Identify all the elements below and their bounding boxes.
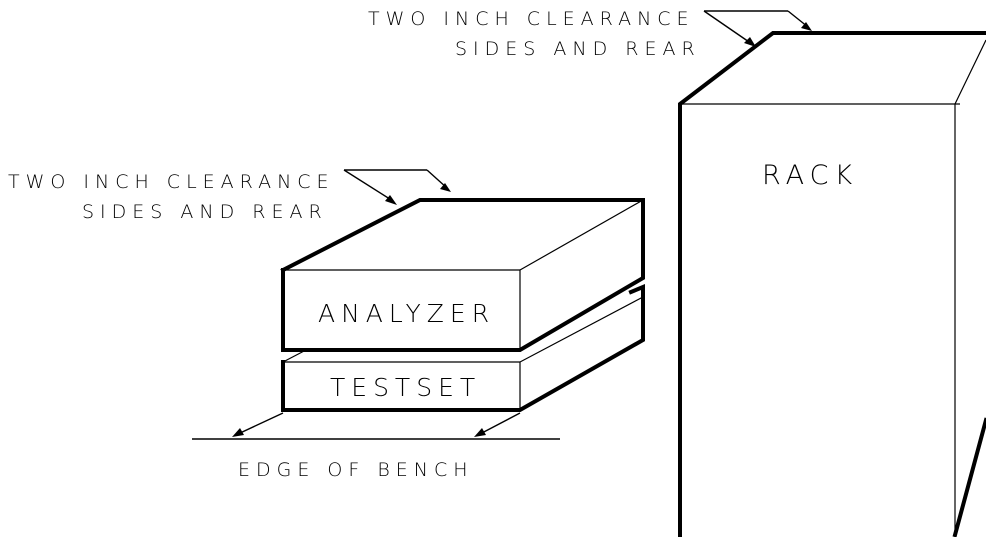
bench-edge-arrow-right: [474, 428, 486, 437]
testset-top-right-edge: [519, 296, 644, 363]
bench-clearance-text-line1: TWO INCH CLEARANCE: [8, 171, 335, 193]
rack-clearance-callout: TWO INCH CLEARANCE SIDES AND REAR: [368, 8, 812, 60]
analyzer-box: ANALYZER: [280, 198, 645, 352]
rack-clearance-text-line1: TWO INCH CLEARANCE: [368, 8, 695, 30]
edge-of-bench-label: EDGE OF BENCH: [238, 459, 474, 481]
bench-clearance-text-line2: SIDES AND REAR: [82, 201, 328, 223]
rack-clearance-arrow-left: [744, 37, 756, 47]
bench-clearance-arrow-right: [440, 183, 451, 192]
bench-edge-arrow-left: [232, 428, 244, 437]
rack-clearance-leader-left: [703, 10, 753, 45]
rack-top-right-edge: [954, 39, 986, 105]
bench-edge: EDGE OF BENCH: [192, 412, 560, 481]
testset-top-left-edge: [282, 349, 307, 363]
testset-box: TESTSET: [281, 284, 645, 412]
bench-clearance-callout: TWO INCH CLEARANCE SIDES AND REAR: [8, 169, 451, 223]
bench-edge-leader-left: [237, 412, 284, 435]
analyzer-outline: [280, 198, 645, 352]
rack-cabinet: RACK: [678, 31, 986, 537]
testset-label: TESTSET: [330, 373, 481, 402]
rack-clearance-arrow-right: [801, 22, 812, 31]
bench-clearance-arrow-left: [385, 195, 397, 205]
analyzer-top-right-edge: [519, 199, 644, 271]
bench-edge-leader-right: [479, 412, 521, 435]
testset-outline: [281, 284, 645, 412]
bench-clearance-leader-left: [343, 169, 394, 202]
analyzer-label: ANALYZER: [318, 299, 495, 328]
rack-side-bottom-edge: [952, 417, 986, 537]
rack-front-outline: [678, 31, 986, 537]
rack-clearance-text-line2: SIDES AND REAR: [455, 38, 701, 60]
rack-label: RACK: [762, 160, 858, 191]
